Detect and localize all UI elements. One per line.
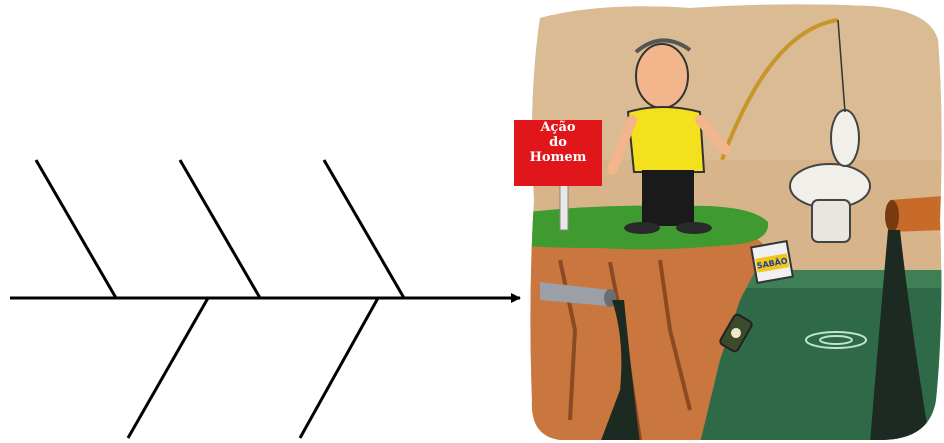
fishbone-upper-bone-1 [34, 159, 118, 299]
fishing-rod [720, 18, 839, 161]
man-figure [607, 38, 731, 234]
fishbone-upper-bone-2 [178, 159, 262, 299]
poison-bottle-icon [719, 313, 753, 353]
shirt [626, 106, 706, 173]
pants [642, 170, 694, 226]
sewage-pipe-left [540, 282, 610, 306]
pollution-illustration: SABÃO [530, 4, 942, 441]
fishbone-lower-bone-1 [126, 297, 210, 439]
toilet-icon [789, 109, 871, 243]
sewage-pipe-right [890, 196, 942, 232]
cliff [530, 220, 766, 441]
sign-board [514, 120, 602, 186]
fishbone-lower-bone-2 [298, 297, 380, 439]
fishbone-upper-bone-3 [322, 159, 406, 299]
soap-box-icon [749, 239, 795, 285]
